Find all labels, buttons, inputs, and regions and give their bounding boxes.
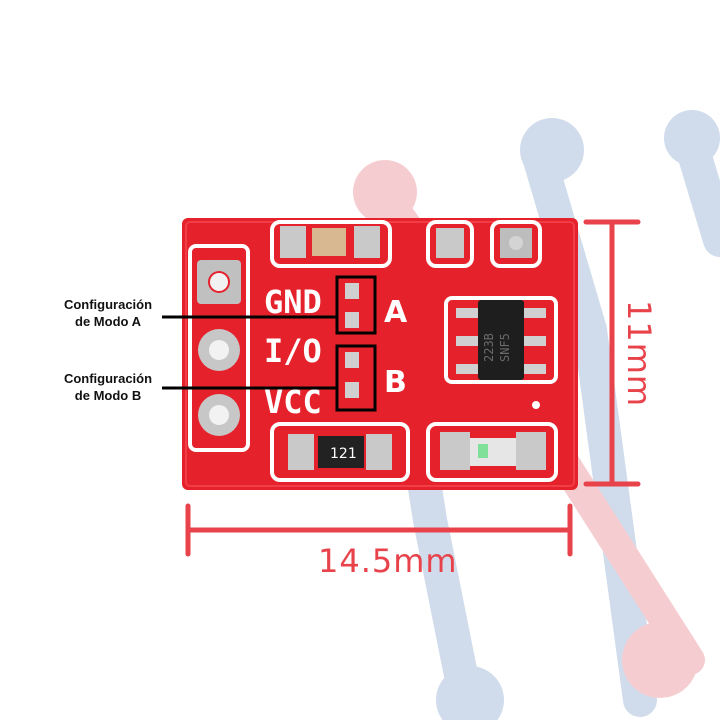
silk-gnd: GND (264, 283, 322, 321)
jumper-b-highlight (335, 344, 377, 412)
callout-label-mode-a: Configuración de Modo A (52, 296, 164, 330)
width-dimension (185, 503, 573, 557)
height-dimension (583, 219, 641, 487)
silk-jumper-b: B (384, 365, 407, 400)
callout-a-line1: Configuración (63, 297, 153, 312)
callout-b-line1: Configuración (63, 371, 153, 386)
width-label: 14.5mm (318, 542, 458, 580)
silk-jumper-a: A (384, 295, 408, 330)
pin-pad-io (198, 329, 240, 371)
pcb-board (182, 218, 578, 490)
resistor-code: 121 (330, 446, 357, 462)
pin-pad-vcc (198, 394, 240, 436)
height-label: 11mm (620, 300, 658, 408)
callout-b-line2: de Modo B (74, 388, 142, 403)
chip-marking-line2: SNF5 (498, 333, 512, 362)
callout-label-mode-b: Configuración de Modo B (52, 370, 164, 404)
pin-pad-gnd (197, 260, 241, 304)
silk-io: I/O (264, 332, 322, 370)
callout-a-line2: de Modo A (75, 314, 141, 329)
chip-marking-line1: 223B (482, 333, 496, 362)
jumper-a-highlight (335, 275, 377, 335)
